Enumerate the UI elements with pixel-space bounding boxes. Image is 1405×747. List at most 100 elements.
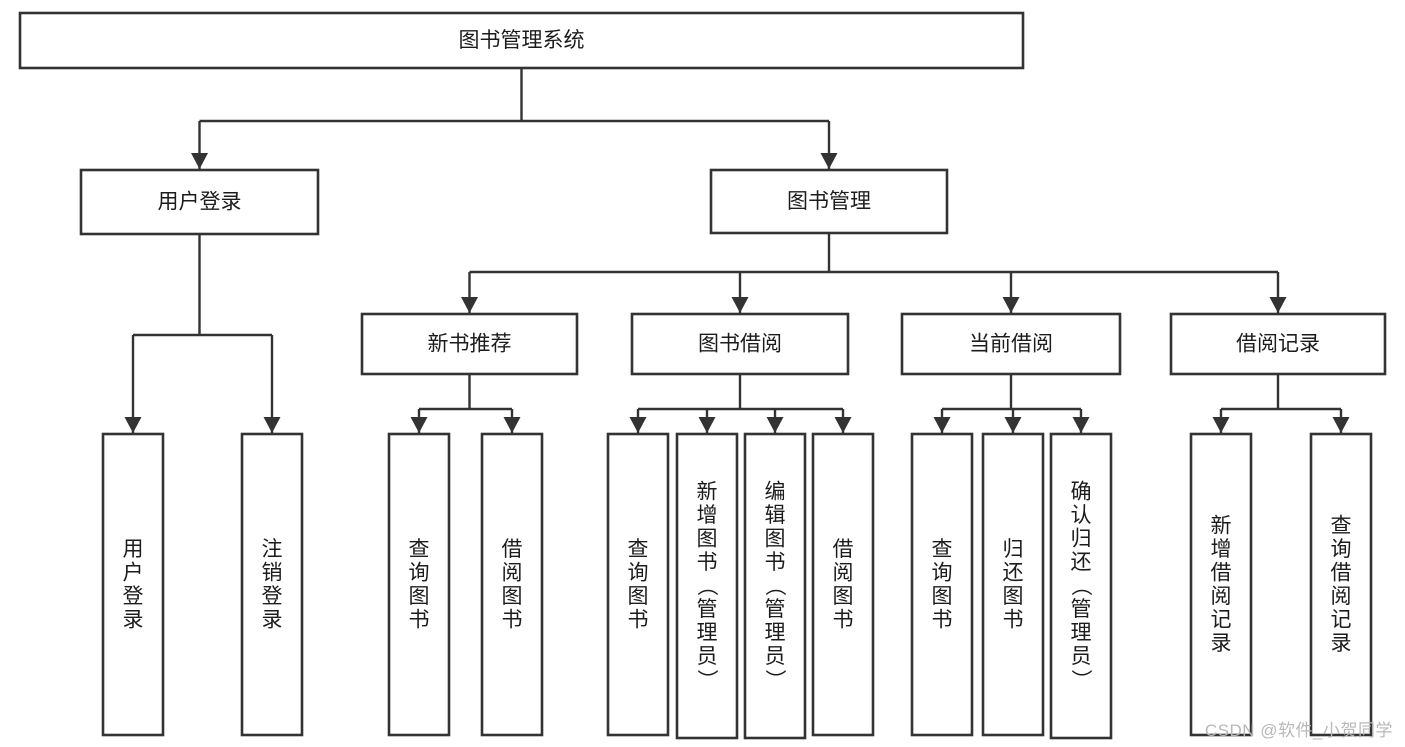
node-label-char: 借: [833, 538, 854, 561]
node-box-leaf-logout[interactable]: [240, 432, 304, 737]
node-label-char: （: [763, 575, 786, 596]
node-box-leaf-edit-book[interactable]: [743, 432, 807, 740]
node-label-char: 销: [262, 561, 283, 584]
node-box-book-borrow[interactable]: [630, 312, 850, 376]
node-box-book-manage[interactable]: [709, 168, 949, 235]
node-label-char: 阅: [833, 561, 854, 584]
nodes-layer: 图书管理系统用户登录图书管理新书推荐图书借阅当前借阅借阅记录用户登录注销登录查询…: [18, 11, 1387, 740]
node-box-leaf-confirm-return[interactable]: [1049, 432, 1113, 740]
arrow-head-icon: [1212, 417, 1230, 433]
node-label-new-book-rec: 新书推荐: [428, 333, 512, 356]
node-box-leaf-query-record[interactable]: [1309, 432, 1373, 737]
node-label-char: 增: [1211, 538, 1232, 561]
arrow-head-icon: [263, 417, 281, 433]
arrow-head-icon: [503, 417, 521, 433]
node-label-char: 借: [1211, 561, 1232, 584]
node-box-leaf-query-book-cur[interactable]: [910, 432, 974, 737]
arrow-head-icon: [1004, 417, 1022, 433]
node-label-char: 阅: [502, 561, 523, 584]
node-label-char: 认: [1071, 504, 1092, 527]
arrow-head-icon: [461, 297, 478, 313]
node-label-char: 书: [1003, 608, 1024, 631]
node-box-leaf-add-record[interactable]: [1189, 432, 1253, 737]
node-book-borrow[interactable]: 图书借阅: [630, 312, 850, 376]
node-label-char: 图: [932, 585, 953, 608]
node-book-manage[interactable]: 图书管理: [709, 168, 949, 235]
node-box-leaf-query-book-borrow[interactable]: [606, 432, 670, 737]
node-label-char: 员: [765, 645, 786, 668]
node-borrow-record[interactable]: 借阅记录: [1169, 312, 1387, 376]
node-label-char: 录: [1331, 632, 1352, 655]
node-root[interactable]: 图书管理系统: [18, 11, 1025, 70]
node-label-book-manage: 图书管理: [787, 190, 871, 213]
node-user-login[interactable]: 用户登录: [79, 168, 320, 236]
arrow-head-icon: [698, 417, 716, 433]
watermark-text: CSDN @软件_小贺同学: [1204, 721, 1393, 740]
node-label-char: 记: [1211, 608, 1232, 631]
node-box-leaf-borrow-book[interactable]: [811, 432, 875, 737]
node-label-char: （: [695, 575, 718, 596]
arrow-head-icon: [834, 417, 852, 433]
node-label-char: 员: [697, 645, 718, 668]
node-label-char: 辑: [765, 504, 786, 527]
node-leaf-user-login[interactable]: 用户登录: [101, 432, 165, 737]
node-label-char: 询: [932, 561, 953, 584]
node-label-char: 借: [1331, 561, 1352, 584]
node-label-char: 图: [833, 585, 854, 608]
arrow-head-icon: [1002, 297, 1020, 313]
node-label-char: 用: [123, 538, 144, 561]
node-label-char: 管: [1071, 598, 1092, 621]
node-box-user-login[interactable]: [79, 168, 320, 236]
node-box-borrow-record[interactable]: [1169, 312, 1387, 376]
node-box-leaf-borrow-book-rec[interactable]: [480, 432, 544, 737]
node-label-char: 归: [1071, 528, 1092, 551]
node-box-leaf-user-login[interactable]: [101, 432, 165, 737]
node-label-char: ）: [695, 669, 718, 690]
arrow-head-icon: [731, 297, 749, 313]
node-label-char: 记: [1331, 608, 1352, 631]
node-current-borrow[interactable]: 当前借阅: [900, 312, 1122, 376]
connectors-layer: [124, 68, 1350, 433]
node-label-root: 图书管理系统: [459, 29, 585, 52]
node-label-char: 书: [765, 551, 786, 574]
node-label-char: 阅: [1211, 585, 1232, 608]
arrow-head-icon: [933, 417, 951, 433]
arrow-head-icon: [1269, 297, 1287, 313]
node-label-user-login: 用户登录: [158, 191, 242, 214]
node-label-char: 图: [765, 528, 786, 551]
node-box-new-book-rec[interactable]: [360, 312, 579, 376]
node-label-char: 理: [1071, 622, 1092, 645]
node-new-book-rec[interactable]: 新书推荐: [360, 312, 579, 376]
node-box-leaf-query-book-rec[interactable]: [387, 432, 451, 737]
node-label-char: 书: [697, 551, 718, 574]
node-box-leaf-add-book[interactable]: [675, 432, 739, 740]
node-label-char: 图: [409, 585, 430, 608]
node-label-char: 管: [765, 598, 786, 621]
node-label-char: 理: [697, 622, 718, 645]
node-label-char: 阅: [1331, 585, 1352, 608]
node-label-char: 图: [502, 585, 523, 608]
node-box-root[interactable]: [18, 11, 1025, 70]
node-box-leaf-return-book[interactable]: [981, 432, 1045, 737]
node-label-char: 书: [932, 608, 953, 631]
node-label-char: 确: [1071, 481, 1092, 504]
node-label-char: 图: [1003, 585, 1024, 608]
node-label-char: 归: [1003, 538, 1024, 561]
node-label-char: 录: [262, 608, 283, 631]
node-box-current-borrow[interactable]: [900, 312, 1122, 376]
arrow-head-icon: [1332, 417, 1350, 433]
node-label-current-borrow: 当前借阅: [969, 333, 1053, 356]
